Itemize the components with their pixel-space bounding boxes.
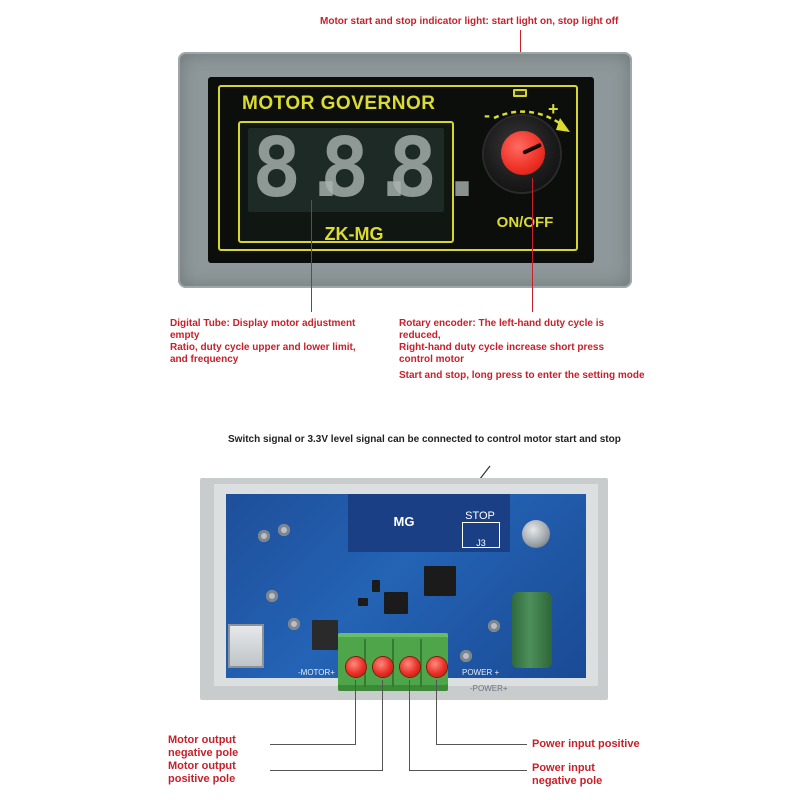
model-label: ZK-MG xyxy=(324,224,384,244)
mcu-chip xyxy=(424,566,456,596)
plus-sign: + xyxy=(548,99,559,119)
terminal-divider-2 xyxy=(392,639,394,687)
motor-negative-line-1: Motor output xyxy=(168,734,236,746)
digital-tube-leader-line xyxy=(311,200,312,312)
board-label: MG xyxy=(393,514,415,529)
terminal-screw-motor-negative[interactable] xyxy=(346,657,366,677)
leader-motor-pos-v xyxy=(382,680,383,770)
pad-1 xyxy=(258,530,270,542)
mosfet-chip xyxy=(384,592,408,614)
pcb-top-area xyxy=(348,494,510,552)
leader-power-pos-h xyxy=(436,744,527,745)
motor-negative-line-2: negative pole xyxy=(168,747,239,759)
on-off-label: ON/OFF xyxy=(496,214,554,231)
inductor-component xyxy=(512,592,552,668)
electrolytic-capacitor xyxy=(522,520,550,548)
encoder-line-4: control motor xyxy=(399,354,464,365)
j3-label: J3 xyxy=(476,538,486,548)
display-digit-1: 8. xyxy=(252,121,351,216)
digital-tube-line-4: and frequency xyxy=(170,354,239,365)
terminal-screw-power-negative[interactable] xyxy=(400,657,420,677)
terminal-screw-motor-positive[interactable] xyxy=(373,657,393,677)
j3-jumper xyxy=(462,522,500,548)
power-negative-line-1: Power input xyxy=(532,762,595,774)
pad-6 xyxy=(460,650,472,662)
encoder-line-2: reduced, xyxy=(399,330,441,341)
encoder-line-5: Start and stop, long press to enter the … xyxy=(399,370,645,381)
leader-power-neg-v xyxy=(409,680,410,770)
switch-signal-note: Switch signal or 3.3V level signal can b… xyxy=(228,434,621,445)
motor-positive-label: Motor output positive pole xyxy=(168,760,236,786)
rotary-encoder-note: Rotary encoder: The left-hand duty cycle… xyxy=(399,318,679,382)
digital-tube-line-3: Ratio, duty cycle upper and lower limit, xyxy=(170,342,356,353)
power-positive-label: Power input positive xyxy=(532,738,640,750)
led-component xyxy=(228,624,264,668)
regulator-chip xyxy=(312,620,338,650)
power-silk-label: POWER + xyxy=(462,668,500,677)
pad-5 xyxy=(488,620,500,632)
pad-2 xyxy=(278,524,290,536)
leader-motor-neg-h xyxy=(270,744,356,745)
encoder-leader-line xyxy=(532,178,533,312)
power-negative-label: Power input negative pole xyxy=(532,762,602,788)
rotation-arrow-icon xyxy=(493,110,570,132)
leader-motor-pos-h xyxy=(270,770,383,771)
minus-sign: - xyxy=(484,105,490,125)
pad-4 xyxy=(288,618,300,630)
motor-positive-line-1: Motor output xyxy=(168,760,236,772)
terminal-divider-3 xyxy=(420,639,422,687)
leader-power-neg-h xyxy=(409,770,527,771)
power-silk-bottom: -POWER+ xyxy=(470,684,508,693)
motor-positive-line-2: positive pole xyxy=(168,773,236,785)
display-digit-3: 8. xyxy=(388,121,487,216)
leader-motor-neg-v xyxy=(355,680,356,744)
digit-tube xyxy=(248,128,444,212)
panel-title: MOTOR GOVERNOR xyxy=(242,93,436,114)
stop-label: STOP xyxy=(465,510,495,522)
small-chip-1 xyxy=(372,580,380,592)
encoder-line-1: Rotary encoder: The left-hand duty cycle… xyxy=(399,318,605,329)
power-negative-line-2: negative pole xyxy=(532,775,603,787)
encoder-line-3: Right-hand duty cycle increase short pre… xyxy=(399,342,605,353)
digital-tube-note: Digital Tube: Display motor adjustment e… xyxy=(170,318,390,366)
indicator-led xyxy=(513,89,527,97)
small-chip-2 xyxy=(358,598,368,606)
digital-tube-line-2: empty xyxy=(170,330,200,341)
indicator-light-note: Motor start and stop indicator light: st… xyxy=(320,16,619,27)
panel-frame xyxy=(218,85,578,251)
pad-3 xyxy=(266,590,278,602)
terminal-screw-power-positive[interactable] xyxy=(427,657,447,677)
motor-silk-label: -MOTOR+ xyxy=(298,668,335,677)
display-digit-2: 8. xyxy=(320,121,419,216)
digital-tube-line-1: Digital Tube: Display motor adjustment xyxy=(170,318,356,329)
leader-power-pos-v xyxy=(436,680,437,744)
motor-negative-label: Motor output negative pole xyxy=(168,734,238,760)
